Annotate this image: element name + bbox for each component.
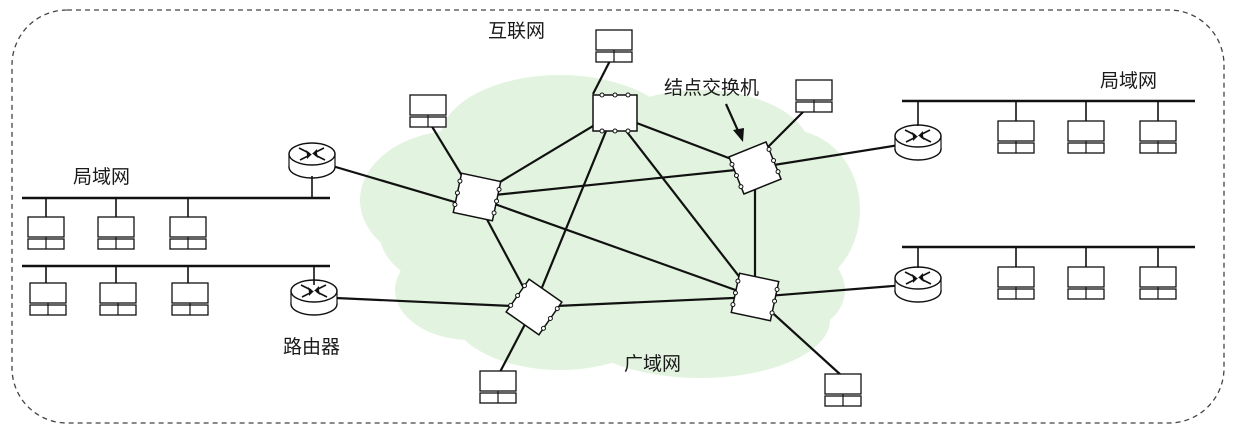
internet-label: 互联网 xyxy=(488,20,545,42)
lan-label-right: 局域网 xyxy=(1100,70,1157,92)
lan-bus-left-bottom xyxy=(22,264,330,285)
lan-label-left: 局域网 xyxy=(73,166,130,188)
lan-bus-right-bottom xyxy=(902,245,1195,268)
computer-host-icon xyxy=(27,216,65,250)
computer-host-icon xyxy=(479,370,517,404)
router-icon xyxy=(290,279,338,316)
computer-host-icon xyxy=(29,282,67,316)
switch-pointer-arrow xyxy=(724,103,744,142)
computer-host-icon xyxy=(169,216,207,250)
router-icon xyxy=(894,266,942,303)
computer-host-icon xyxy=(595,29,633,63)
computer-host-icon xyxy=(997,266,1035,300)
packet-switch-icon xyxy=(450,172,504,222)
computer-host-icon xyxy=(171,282,209,316)
computer-host-icon xyxy=(1139,120,1177,154)
computer-host-icon xyxy=(99,282,137,316)
router-label: 路由器 xyxy=(283,336,340,358)
computer-host-icon xyxy=(997,120,1035,154)
computer-host-icon xyxy=(409,94,447,128)
computer-host-icon xyxy=(1139,266,1177,300)
computer-host-icon xyxy=(824,373,862,407)
switch-node-label: 结点交换机 xyxy=(664,77,759,99)
computer-host-icon xyxy=(795,79,833,113)
packet-switch-icon xyxy=(728,272,782,322)
computer-host-icon xyxy=(1067,266,1105,300)
packet-switch-icon xyxy=(592,92,638,134)
internet-boundary xyxy=(11,9,1225,424)
computer-host-icon xyxy=(1067,120,1105,154)
lan-bus-right-top xyxy=(902,99,1195,126)
router-icon xyxy=(894,124,942,161)
router-icon xyxy=(288,142,336,179)
lan-bus-left-top xyxy=(22,176,330,217)
computer-host-icon xyxy=(97,216,135,250)
wan-label: 广域网 xyxy=(624,353,681,375)
